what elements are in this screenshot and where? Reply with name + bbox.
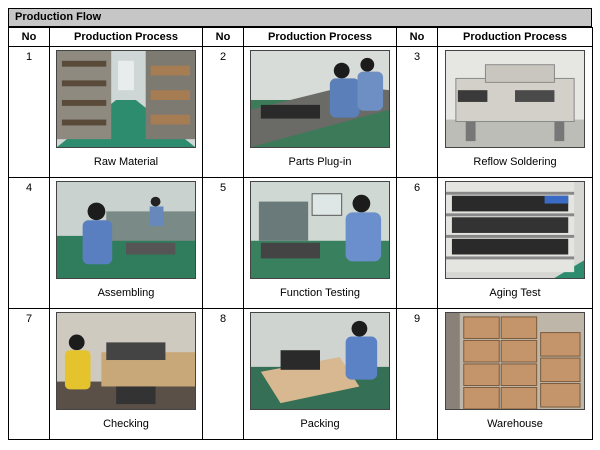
step-cell: Checking [49, 308, 203, 440]
step-number: 9 [396, 308, 438, 440]
checking-worker-photo [56, 312, 196, 410]
header-process: Production Process [437, 27, 593, 47]
table-row: 1 [8, 46, 593, 178]
header-process: Production Process [49, 27, 203, 47]
step-number: 6 [396, 177, 438, 309]
assembly-workers-photo [56, 181, 196, 279]
table-row: 4 Assembling 5 [8, 177, 593, 309]
step-number: 7 [8, 308, 50, 440]
packing-photo [250, 312, 390, 410]
step-number: 5 [202, 177, 244, 309]
page-title: Production Flow [8, 8, 592, 27]
step-label: Checking [103, 418, 149, 430]
step-label: Function Testing [280, 287, 360, 299]
step-number: 3 [396, 46, 438, 178]
step-cell: Assembling [49, 177, 203, 309]
step-number: 8 [202, 308, 244, 440]
step-label: Packing [300, 418, 340, 430]
assembly-line-workers-photo [250, 50, 390, 148]
step-label: Raw Material [93, 156, 159, 168]
step-cell: Raw Material [49, 46, 203, 178]
step-label: Reflow Soldering [473, 156, 557, 168]
step-cell: Aging Test [437, 177, 593, 309]
testing-station-photo [250, 181, 390, 279]
aging-rack-photo [445, 181, 585, 279]
reflow-oven-photo [445, 50, 585, 148]
table-row: 7 Checking 8 [8, 308, 593, 440]
step-cell: Reflow Soldering [437, 46, 593, 178]
step-number: 2 [202, 46, 244, 178]
step-number: 1 [8, 46, 50, 178]
step-label: Warehouse [487, 418, 543, 430]
step-label: Assembling [97, 287, 155, 299]
step-cell: Function Testing [243, 177, 397, 309]
step-label: Parts Plug-in [288, 156, 352, 168]
warehouse-shelves-photo [56, 50, 196, 148]
carton-stack-photo [445, 312, 585, 410]
step-cell: Warehouse [437, 308, 593, 440]
step-cell: Parts Plug-in [243, 46, 397, 178]
step-number: 4 [8, 177, 50, 309]
header-no: No [396, 27, 438, 47]
step-cell: Packing [243, 308, 397, 440]
header-row: No Production Process No Production Proc… [8, 27, 593, 47]
header-process: Production Process [243, 27, 397, 47]
header-no: No [8, 27, 50, 47]
production-flow-table: No Production Process No Production Proc… [8, 27, 593, 440]
header-no: No [202, 27, 244, 47]
step-label: Aging Test [489, 287, 541, 299]
